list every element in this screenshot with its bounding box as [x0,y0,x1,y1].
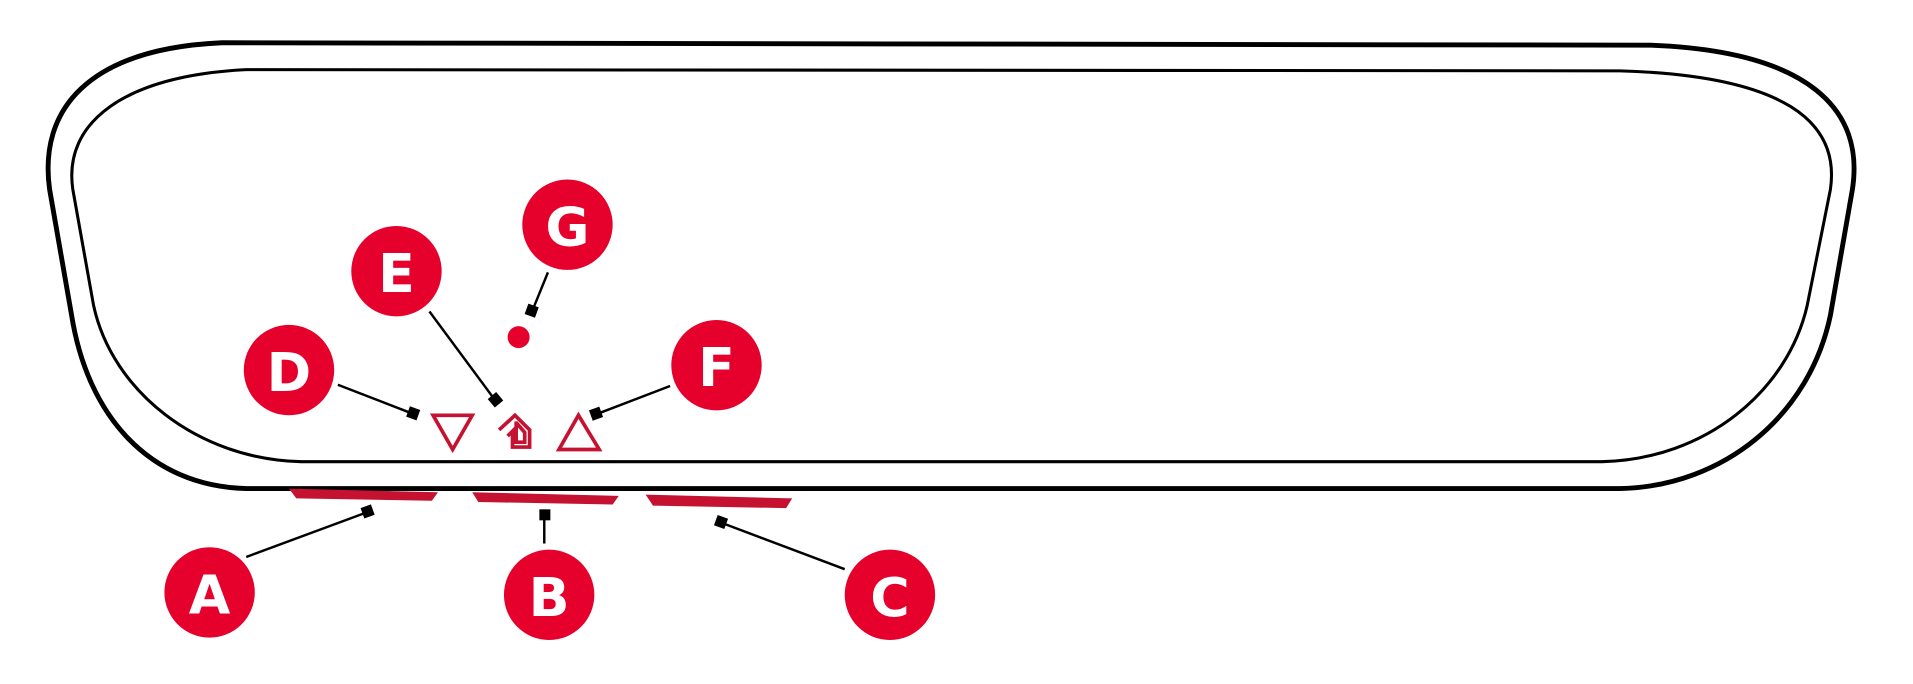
up-triangle-icon [555,411,603,452]
callout-a: A [164,547,255,638]
down-triangle-icon [429,413,476,454]
leader-line-a [245,504,375,559]
leader-line-d [337,383,421,421]
sensor-c [645,494,793,509]
mirror-inner-outline [70,68,1833,464]
leader-line-c [713,514,846,571]
callout-f-label: F [698,336,735,399]
callout-c: C [844,549,936,641]
callout-e: E [351,225,442,317]
callout-g: G [522,179,613,270]
leader-line-g [524,271,550,318]
callout-g-label: G [545,196,589,259]
callout-b: B [503,549,595,641]
callout-c-label: C [870,566,909,629]
callout-d-label: D [267,341,312,404]
callout-e-label: E [378,242,415,305]
callout-d: D [243,324,335,416]
callout-f: F [671,320,762,411]
indicator-dot-icon [507,326,530,349]
leader-line-e [428,310,504,408]
sensor-b [472,492,619,505]
callout-b-label: B [529,566,570,629]
leader-line-b [539,509,551,544]
callout-a-label: A [189,563,231,626]
sensor-a [288,488,439,501]
leader-line-f [588,384,671,421]
mirror-outer-outline [45,40,1857,492]
home-arrow-icon [497,412,532,449]
